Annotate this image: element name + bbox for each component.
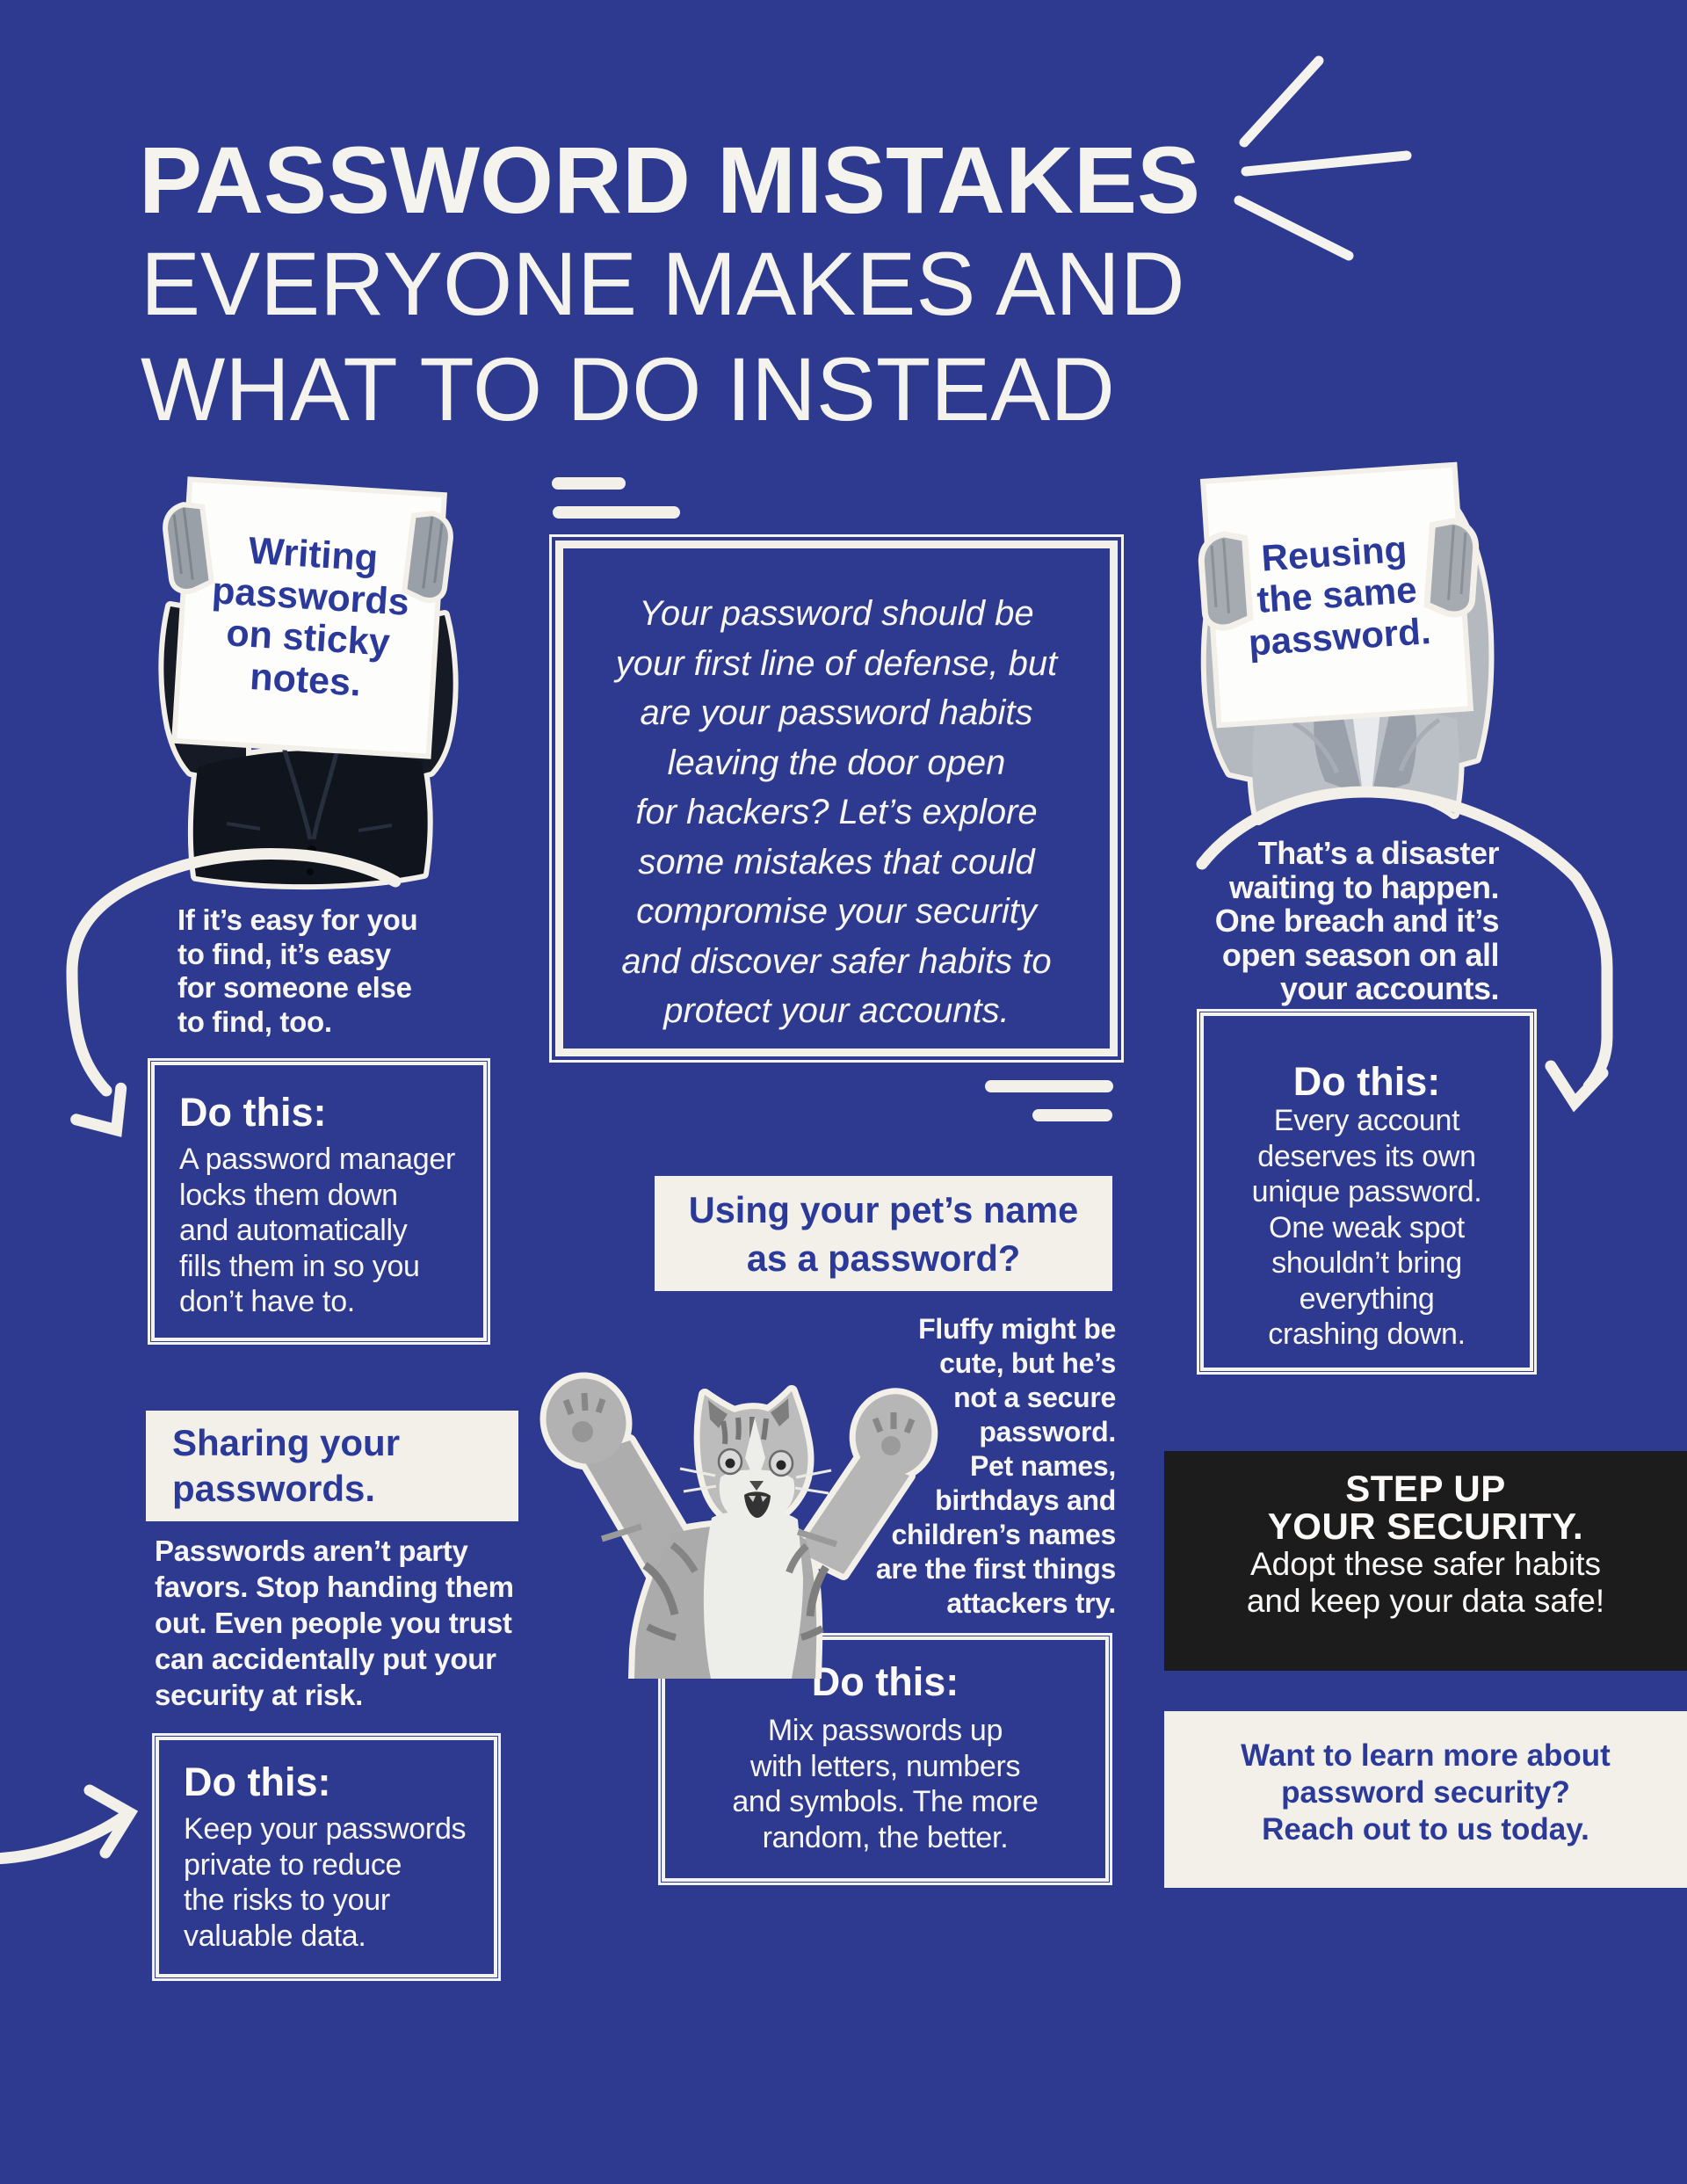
mistake-note: That’s a disaster waiting to happen. One… <box>1214 835 1500 1007</box>
do-this-text: Mix passwords up with letters, numbers a… <box>732 1714 1039 1854</box>
intro-text: Your password should be your first line … <box>615 594 1058 1030</box>
do-this-label: Do this: <box>179 1090 327 1135</box>
hand-icon <box>1198 531 1254 631</box>
do-this-text: Keep your passwords private to reduce th… <box>184 1812 467 1953</box>
intro-frame <box>549 534 1124 1063</box>
megaphone-lines-icon <box>1234 55 1412 261</box>
curved-arrow-icon <box>66 848 402 1137</box>
do-this-content: Do this: Keep your passwords private to … <box>184 1761 482 1954</box>
mistake-note: If it’s easy for you to find, it’s easy … <box>177 903 418 1038</box>
equals-dash-icon <box>985 1080 1113 1092</box>
mistake-note: Passwords aren’t party favors. Stop hand… <box>155 1535 514 1711</box>
do-this-content: Do this: Every account deserves its own … <box>1197 1061 1537 1353</box>
hand-icon <box>1423 518 1480 618</box>
do-this-label: Do this: <box>184 1760 331 1804</box>
cta-contact-text: Want to learn more about password securi… <box>1241 1738 1611 1847</box>
cta-heading: STEP UP YOUR SECURITY. <box>1267 1468 1584 1547</box>
do-this-box <box>658 1633 1112 1885</box>
mistake-label: Sharing your passwords. <box>172 1422 401 1509</box>
hand-icon <box>402 511 453 603</box>
equals-dash-icon <box>552 477 626 490</box>
do-this-label: Do this: <box>1292 1059 1441 1104</box>
equals-dash-icon <box>1032 1109 1112 1121</box>
equals-dash-icon <box>553 506 680 519</box>
poster-title: PASSWORD MISTAKES <box>139 127 1201 233</box>
do-this-text: Every account deserves its own unique pa… <box>1251 1104 1482 1351</box>
mistake-label-box: Sharing your passwords. <box>146 1411 518 1521</box>
do-this-box <box>148 1058 490 1345</box>
mistake-note: Fluffy might be cute, but he’s not a sec… <box>875 1313 1116 1619</box>
cat-illustration <box>539 1372 938 1679</box>
speech-bubble-arrow-icon <box>1196 786 1613 1113</box>
mistake-label-box: Using your pet’s name as a password? <box>655 1176 1112 1291</box>
do-this-content: Do this: A password manager locks them d… <box>179 1092 478 1320</box>
do-this-content: Do this: Mix passwords up with letters, … <box>658 1661 1112 1855</box>
cta-subheading: Adopt these safer habits and keep your d… <box>1246 1546 1605 1619</box>
poster-subtitle: EVERYONE MAKES AND WHAT TO DO INSTEAD <box>141 234 1185 439</box>
do-this-box <box>1197 1009 1537 1375</box>
do-this-label: Do this: <box>811 1659 959 1704</box>
do-this-text: A password manager locks them down and a… <box>179 1143 455 1318</box>
cta-contact-box: Want to learn more about password securi… <box>1164 1711 1687 1888</box>
hand-icon <box>163 502 214 594</box>
do-this-box <box>152 1733 501 1981</box>
cta-black-box: STEP UP YOUR SECURITY. Adopt these safer… <box>1164 1451 1687 1671</box>
curved-arrow-icon <box>0 1784 139 1865</box>
